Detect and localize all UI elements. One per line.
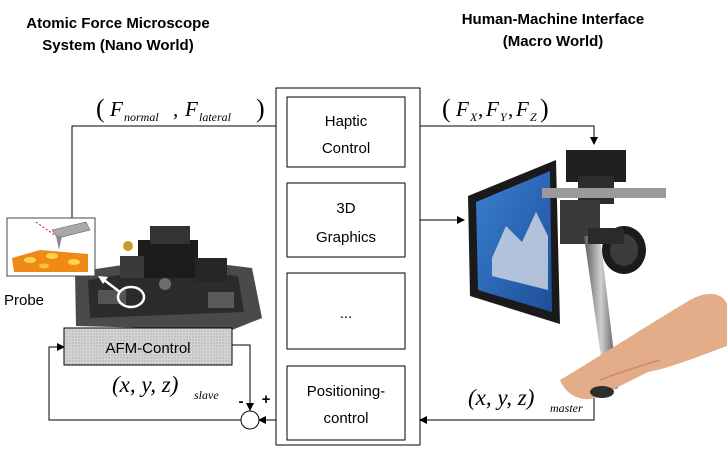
force-macro-c1: , — [478, 97, 483, 121]
highlight-arrow — [103, 279, 121, 293]
force-nano-comma: , — [173, 97, 178, 121]
right-title-line1: Human-Machine Interface — [462, 11, 645, 28]
haptic-label-line2: Control — [322, 140, 370, 157]
force-nano-f2: F — [184, 97, 198, 121]
master-position-formula: (x, y, z) master — [468, 385, 583, 415]
force-nano-close: ) — [256, 94, 265, 123]
force-nano-s1: normal — [124, 110, 159, 124]
master-position-sub: master — [550, 401, 583, 415]
left-title-line1: Atomic Force Microscope — [26, 15, 209, 32]
slave-position-formula: (x, y, z) slave — [112, 372, 219, 402]
force-macro-c2: , — [508, 97, 513, 121]
afm-control-block — [63, 327, 233, 366]
right-title-line2: (Macro World) — [503, 33, 604, 50]
force-macro-formula: ( F X , F Y , F Z ) — [442, 94, 549, 124]
slave-position-sub: slave — [194, 388, 219, 402]
ellipsis-label: ... — [340, 305, 353, 322]
slave-position-main: (x, y, z) — [112, 372, 178, 397]
haptic-label-line1: Haptic — [325, 113, 368, 130]
highlight-circle — [116, 285, 146, 309]
plus-sign: + — [262, 391, 271, 408]
positioning-label-line2: control — [323, 410, 368, 427]
positioning-label-line1: Positioning- — [307, 383, 385, 400]
force-macro-s1: X — [469, 110, 478, 124]
force-macro-open: ( — [442, 94, 451, 123]
left-title-line2: System (Nano World) — [42, 37, 193, 54]
force-macro-f3: F — [515, 97, 529, 121]
force-macro-f1: F — [455, 97, 469, 121]
afm-feedback-arrow — [232, 344, 254, 411]
force-macro-s2: Y — [500, 110, 508, 124]
force-nano-s2: lateral — [199, 110, 232, 124]
force-macro-f2: F — [485, 97, 499, 121]
force-nano-open: ( — [96, 94, 105, 123]
force-macro-close: ) — [540, 94, 549, 123]
graphics-block — [286, 182, 406, 258]
force-macro-arrow — [420, 125, 598, 145]
haptic-device-illustration — [468, 150, 727, 400]
minus-sign: - — [239, 393, 244, 410]
force-nano-formula: ( F normal , F lateral ) — [96, 94, 265, 124]
force-nano-line — [71, 125, 276, 218]
graphics-label-line2: Graphics — [316, 229, 376, 246]
summing-junction — [240, 410, 260, 430]
ellipsis-block — [286, 272, 406, 350]
afm-instrument-illustration — [75, 226, 262, 330]
probe-illustration — [6, 217, 96, 277]
haptic-control-block — [286, 96, 406, 168]
force-macro-s3: Z — [530, 110, 537, 124]
force-nano-f1: F — [109, 97, 123, 121]
graphics-label-line1: 3D — [336, 200, 355, 217]
probe-label: Probe — [4, 292, 44, 309]
positioning-block — [286, 365, 406, 441]
afm-control-label: AFM-Control — [105, 340, 190, 357]
error-to-afm-arrow — [48, 343, 241, 421]
master-position-main: (x, y, z) — [468, 385, 534, 410]
